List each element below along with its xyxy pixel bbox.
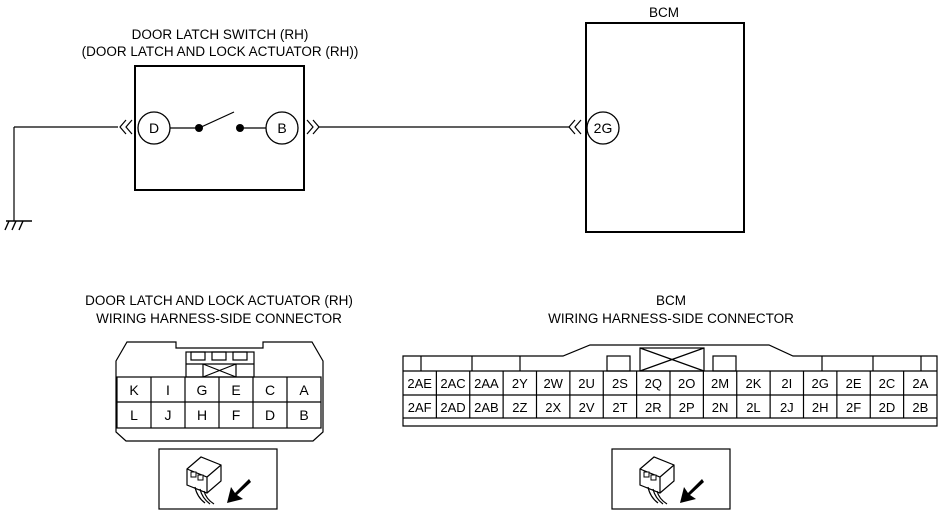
- bcm-box: [585, 22, 745, 233]
- right-pin-2y: 2Y: [512, 376, 528, 391]
- right-pin-2aa: 2AA: [474, 376, 499, 391]
- right-pin-2f: 2F: [846, 400, 861, 415]
- connector-view-direction-icon-left: [158, 448, 278, 510]
- right-connector-title-line1: BCM: [656, 293, 686, 308]
- right-connector-row1: 2AE 2AC 2AA 2Y 2W 2U 2S 2Q 2O 2M 2K 2I 2G 2E 2C 2A: [407, 376, 928, 391]
- right-connector-title-line2: WIRING HARNESS-SIDE CONNECTOR: [548, 311, 794, 326]
- left-pin-f: F: [232, 407, 241, 423]
- right-pin-2ac: 2AC: [440, 376, 465, 391]
- right-connector-grid: [403, 371, 937, 418]
- left-pin-j: J: [165, 407, 172, 423]
- switch-blade: [198, 111, 235, 129]
- right-pin-2ad: 2AD: [440, 400, 465, 415]
- left-pin-b: B: [299, 407, 308, 423]
- left-connector-title-line1: DOOR LATCH AND LOCK ACTUATOR (RH): [85, 293, 353, 308]
- right-pin-2g: 2G: [812, 376, 829, 391]
- right-pin-2l: 2L: [746, 400, 760, 415]
- left-pin-i: I: [166, 382, 170, 398]
- right-connector-row2: 2AF 2AD 2AB 2Z 2X 2V 2T 2R 2P 2N 2L 2J 2H 2F 2D 2B: [408, 400, 929, 415]
- left-pin-c: C: [265, 382, 275, 398]
- pin-2g-label: 2G: [594, 120, 613, 136]
- right-pin-2af: 2AF: [408, 400, 432, 415]
- right-pin-2e: 2E: [846, 376, 862, 391]
- left-pin-k: K: [129, 382, 139, 398]
- left-pin-h: H: [197, 407, 207, 423]
- right-pin-2k: 2K: [745, 376, 761, 391]
- right-pin-2v: 2V: [579, 400, 595, 415]
- bcm-title: BCM: [649, 5, 679, 20]
- left-pin-d: D: [265, 407, 275, 423]
- connector-view-direction-icon-right: [611, 448, 731, 510]
- left-pin-a: A: [299, 382, 309, 398]
- right-pin-2q: 2Q: [645, 376, 662, 391]
- right-pin-2i: 2I: [781, 376, 792, 391]
- ground-wire: [13, 126, 118, 221]
- left-pin-e: E: [231, 382, 240, 398]
- left-pin-g: G: [197, 382, 208, 398]
- right-pin-2z: 2Z: [512, 400, 527, 415]
- right-pin-2u: 2U: [578, 376, 595, 391]
- pin-d-label: D: [149, 120, 159, 136]
- connector-chevron-b: [306, 119, 320, 135]
- pin-b-label: B: [277, 120, 286, 136]
- right-pin-2s: 2S: [612, 376, 628, 391]
- left-connector-title-line2: WIRING HARNESS-SIDE CONNECTOR: [96, 311, 342, 326]
- right-pin-2d: 2D: [879, 400, 896, 415]
- left-pin-l: L: [130, 407, 138, 423]
- right-pin-2r: 2R: [645, 400, 662, 415]
- right-pin-2b: 2B: [912, 400, 928, 415]
- switch-title-line1: DOOR LATCH SWITCH (RH): [132, 27, 309, 42]
- right-pin-2ab: 2AB: [474, 400, 499, 415]
- connector-chevron-2g: [568, 119, 582, 135]
- right-pin-2o: 2O: [678, 376, 695, 391]
- right-pin-2c: 2C: [879, 376, 896, 391]
- right-pin-2w: 2W: [543, 376, 563, 391]
- pin-2g-circle: [586, 111, 620, 145]
- door-latch-switch-box: [134, 65, 305, 191]
- right-pin-2m: 2M: [711, 376, 729, 391]
- right-pin-2h: 2H: [812, 400, 829, 415]
- left-connector-housing: [115, 341, 324, 442]
- switch-title-line2: (DOOR LATCH AND LOCK ACTUATOR (RH)): [82, 44, 359, 59]
- right-pin-2x: 2X: [545, 400, 561, 415]
- right-pin-2n: 2N: [712, 400, 729, 415]
- connector-chevron-d: [119, 119, 133, 135]
- right-pin-2p: 2P: [679, 400, 695, 415]
- ground-symbol: [4, 220, 32, 231]
- right-pin-2a: 2A: [912, 376, 928, 391]
- right-pin-2t: 2T: [612, 400, 627, 415]
- pin-b-circle: [265, 111, 299, 145]
- right-pin-2j: 2J: [780, 400, 794, 415]
- right-pin-2ae: 2AE: [407, 376, 432, 391]
